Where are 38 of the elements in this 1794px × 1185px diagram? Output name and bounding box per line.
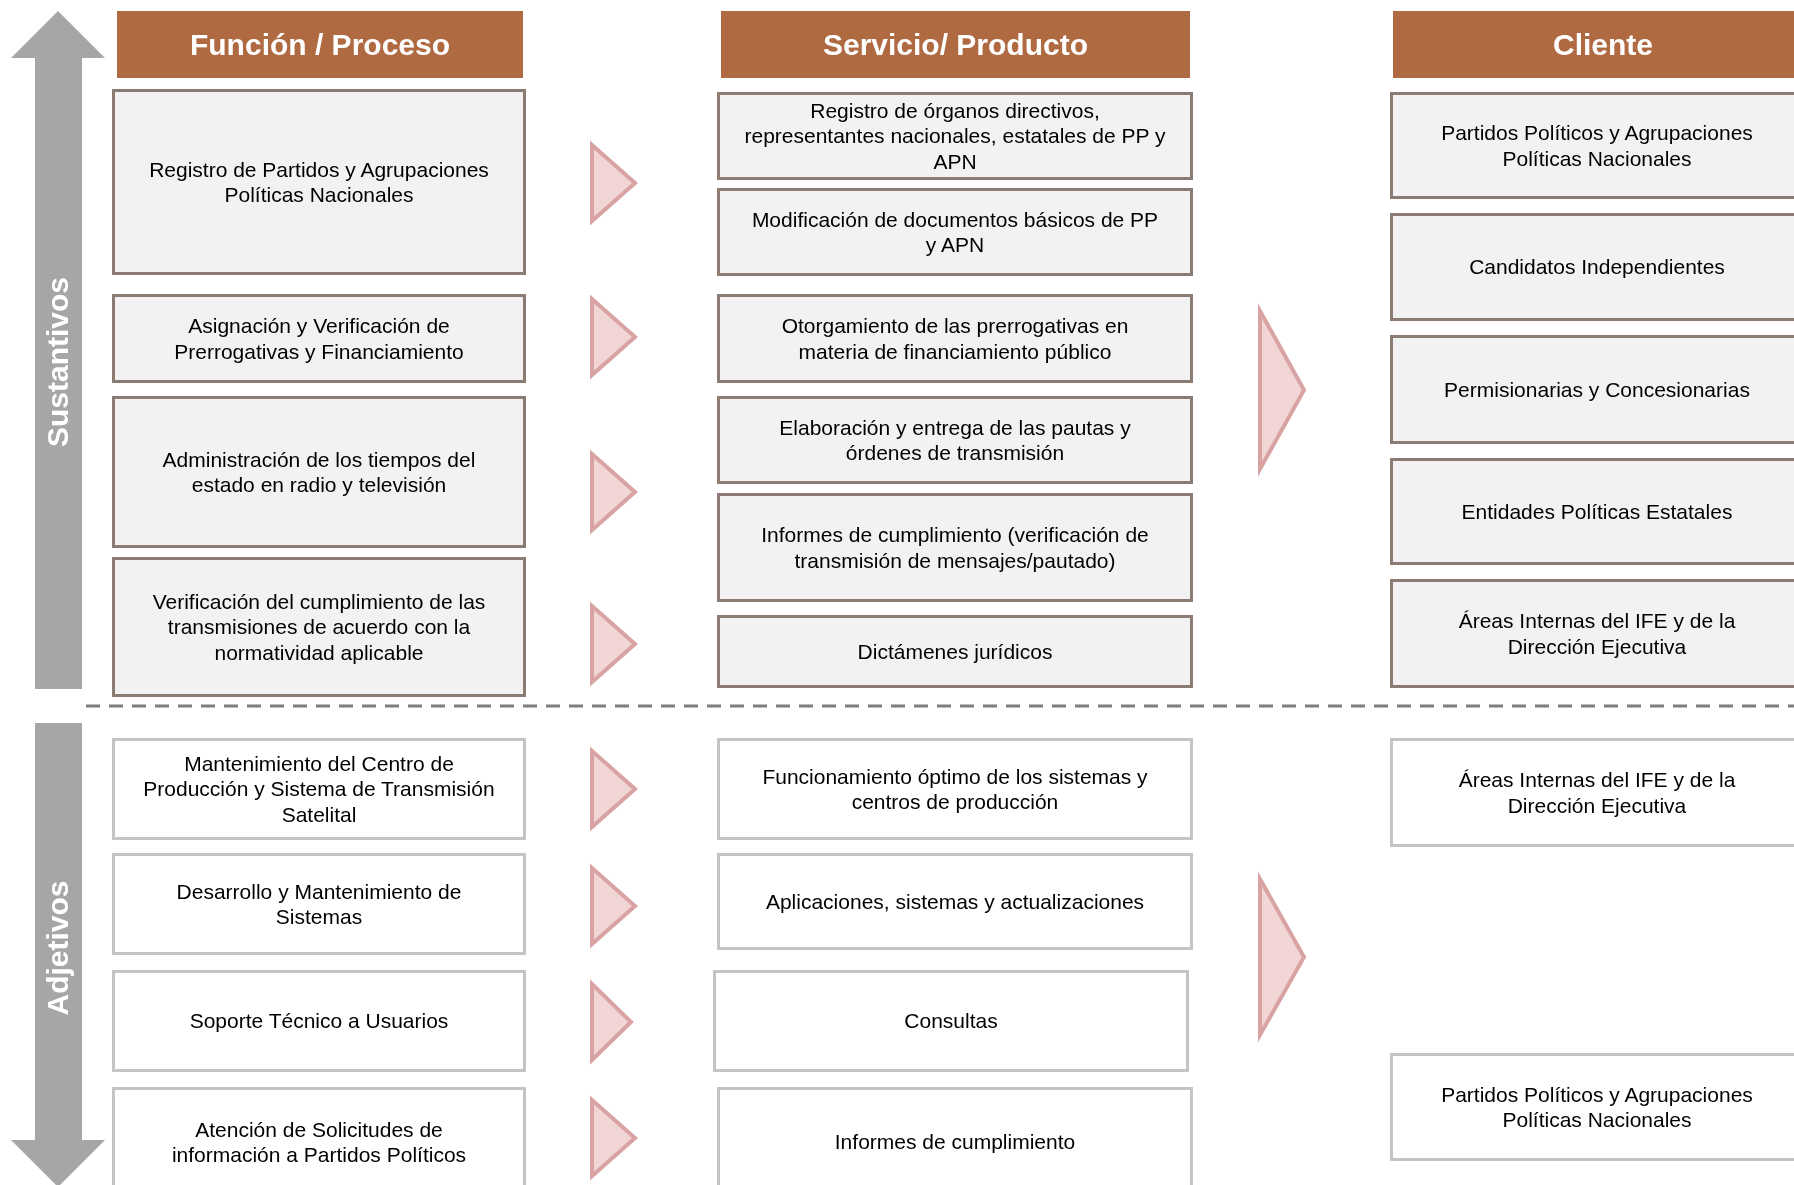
process-box: Funcionamiento óptimo de los sistemas y centros de producción: [717, 738, 1193, 840]
process-box: Modificación de documentos básicos de PP y APN: [717, 188, 1193, 276]
process-box: Dictámenes jurídicos: [717, 615, 1193, 688]
chevron-arrow: [590, 863, 639, 949]
section-label: Sustantivos: [43, 277, 73, 447]
process-box: Partidos Políticos y Agrupaciones Políticas Nacionales: [1390, 1053, 1794, 1161]
process-box: Aplicaciones, sistemas y actualizaciones: [717, 853, 1193, 950]
process-box: Otorgamiento de las prerrogativas en materia de financiamiento público: [717, 294, 1193, 383]
chevron-arrow: [590, 601, 639, 687]
section-label: Adjetivos: [43, 880, 73, 1016]
process-box: Entidades Políticas Estatales: [1390, 458, 1794, 565]
process-box: Verificación del cumplimiento de las transmisiones de acuerdo con la normatividad aplicable: [112, 557, 526, 697]
column-header: Función / Proceso: [117, 11, 523, 78]
chevron-arrow: [590, 1095, 639, 1181]
process-box: Asignación y Verificación de Prerrogativas y Financiamiento: [112, 294, 526, 383]
chevron-arrow: [590, 746, 639, 832]
process-box: Áreas Internas del IFE y de la Dirección Ejecutiva: [1390, 738, 1794, 847]
column-header: Servicio/ Producto: [721, 11, 1190, 78]
chevron-arrow: [590, 140, 639, 226]
column-header: Cliente: [1393, 11, 1794, 78]
process-box: Partidos Políticos y Agrupaciones Políticas Nacionales: [1390, 92, 1794, 199]
process-box: Registro de órganos directivos, representantes nacionales, estatales de PP y APN: [717, 92, 1193, 180]
process-box: Desarrollo y Mantenimiento de Sistemas: [112, 853, 526, 955]
process-box: Soporte Técnico a Usuarios: [112, 970, 526, 1072]
chevron-arrow: [590, 449, 639, 535]
process-box: Elaboración y entrega de las pautas y órdenes de transmisión: [717, 396, 1193, 484]
process-box: Informes de cumplimiento (verificación de transmisión de mensajes/pautado): [717, 493, 1193, 602]
process-box: Registro de Partidos y Agrupaciones Políticas Nacionales: [112, 89, 526, 275]
process-box: Consultas: [713, 970, 1189, 1072]
chevron-arrow: [590, 294, 639, 380]
process-box: Informes de cumplimiento: [717, 1087, 1193, 1185]
process-box: Permisionarias y Concesionarias: [1390, 335, 1794, 444]
process-box: Mantenimiento del Centro de Producción y Sistema de Transmisión Satelital: [112, 738, 526, 840]
process-box: Candidatos Independientes: [1390, 213, 1794, 321]
process-box: Administración de los tiempos del estado en radio y televisión: [112, 396, 526, 548]
process-box: Atención de Solicitudes de información a Partidos Políticos: [112, 1087, 526, 1185]
chevron-arrow: [590, 979, 634, 1065]
process-box: Áreas Internas del IFE y de la Dirección Ejecutiva: [1390, 579, 1794, 688]
